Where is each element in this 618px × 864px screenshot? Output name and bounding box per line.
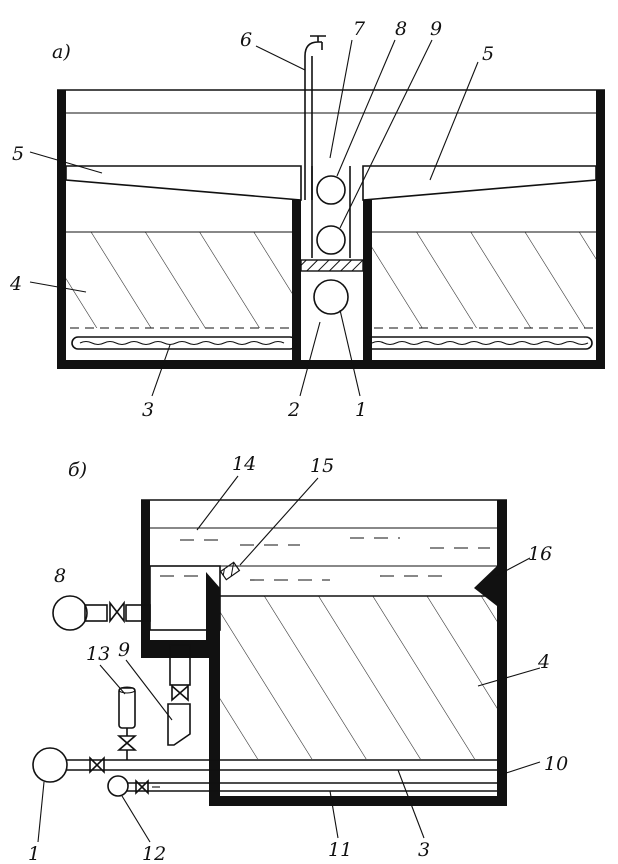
label-11: 11 (328, 839, 352, 861)
label-4-b: 4 (537, 651, 550, 673)
label-9-b: 9 (118, 639, 130, 661)
label-1: 1 (355, 399, 367, 421)
tank-b-wall-left (209, 596, 220, 806)
figure-a: а) 6 7 8 9 5 5 4 3 2 1 (9, 18, 605, 421)
weir-edge (206, 572, 220, 640)
outlet-pipe-9 (169, 644, 191, 686)
weir-15 (219, 561, 241, 581)
figure-b: б) 14 15 16 8 4 13 9 10 1 12 11 3 (28, 453, 568, 864)
tap-icon (304, 35, 326, 57)
label-8-b: 8 (54, 565, 66, 587)
label-6: 6 (240, 29, 252, 51)
valve-13 (116, 735, 138, 751)
valve-12 (135, 779, 149, 795)
label-5-left: 5 (12, 143, 24, 165)
label-10: 10 (544, 753, 568, 775)
label-3-b: 3 (418, 839, 430, 861)
label-3: 3 (142, 399, 154, 421)
pump-8 (52, 595, 88, 631)
label-12: 12 (142, 843, 166, 864)
channel-wall-right (363, 200, 372, 364)
pipe-9-circle (316, 225, 346, 255)
tank-b-bottom (209, 796, 507, 806)
panel-label-b: б) (68, 459, 87, 481)
pump-1 (32, 747, 68, 783)
label-1-b: 1 (28, 843, 40, 864)
drain-lateral-left (71, 336, 297, 350)
wash-trough-right (362, 165, 597, 201)
pipe-1-circle (313, 279, 349, 315)
channel-wall-left (292, 200, 301, 364)
label-5-right: 5 (482, 43, 494, 65)
tank-b-wall-left-top (141, 500, 150, 658)
label-9: 9 (430, 18, 442, 40)
tank-b-ledge (141, 640, 220, 658)
valve-1 (89, 756, 105, 774)
panel-label-a: а) (52, 41, 71, 63)
wash-trough-left (65, 165, 302, 201)
outlet-spout-9 (167, 703, 191, 746)
filter-media-right (372, 232, 596, 328)
tank-bottom (57, 360, 605, 369)
label-7: 7 (353, 18, 366, 40)
wall-bracket-16 (474, 566, 497, 606)
tank-wall-left (57, 90, 66, 368)
label-13: 13 (86, 643, 110, 665)
water-layer (150, 527, 497, 581)
filter-media-b (220, 596, 497, 759)
label-8: 8 (395, 18, 407, 40)
tank-b-wall-right (497, 500, 507, 806)
device-13 (118, 687, 136, 729)
label-4: 4 (9, 273, 22, 295)
pump-12 (107, 775, 129, 797)
channel-plate (300, 259, 364, 272)
pipe-8-circle (316, 175, 346, 205)
label-14: 14 (232, 453, 256, 475)
filter-media-left (66, 232, 292, 328)
tank-wall-right (596, 90, 605, 368)
label-15: 15 (310, 455, 334, 477)
label-2: 2 (287, 399, 300, 421)
drain-lateral-right (363, 336, 593, 350)
valve-8 (109, 600, 125, 624)
label-16: 16 (528, 543, 552, 565)
